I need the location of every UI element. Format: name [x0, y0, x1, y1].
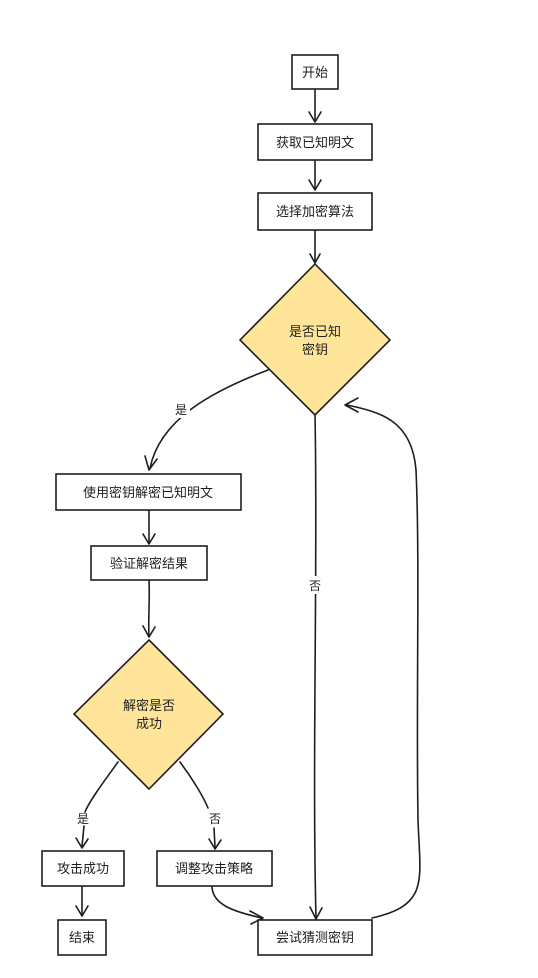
- node-verify-result: 验证解密结果: [90, 545, 208, 581]
- edge-key-known-yes: [149, 369, 269, 469]
- edge-label-success-no: 否: [209, 812, 221, 826]
- node-start-label: 开始: [302, 66, 328, 81]
- node-adjust-strategy: 调整攻击策略: [156, 850, 273, 887]
- node-decrypt-with-key: 使用密钥解密已知明文: [55, 473, 242, 511]
- node-decrypt-success-label-line2: 成功: [136, 717, 162, 732]
- node-verify-result-label: 验证解密结果: [110, 556, 188, 572]
- edge-key-known-no: [313, 414, 317, 919]
- arrowhead: [308, 179, 322, 191]
- edge-adjust-to-guess-key: [211, 885, 263, 919]
- edge-success-no: [179, 761, 216, 848]
- node-decrypt-with-key-label: 使用密钥解密已知明文: [83, 485, 213, 501]
- edge-label-key-known-yes: 是: [175, 403, 187, 417]
- node-start: 开始: [291, 54, 339, 90]
- node-attack-success-label: 攻击成功: [57, 862, 109, 877]
- node-adjust-strategy-label: 调整攻击策略: [175, 861, 253, 877]
- node-attack-success: 攻击成功: [41, 850, 125, 887]
- node-get-plaintext: 获取已知明文: [257, 123, 373, 161]
- arrowhead: [142, 625, 156, 638]
- arrowhead: [75, 905, 89, 917]
- edge-labels: 是 否 是 否: [77, 400, 324, 826]
- arrowhead: [75, 837, 89, 849]
- node-choose-algorithm: 选择加密算法: [257, 192, 373, 231]
- node-key-known-decision: 是否已知 密钥: [238, 262, 392, 417]
- arrowhead: [309, 906, 323, 920]
- edges: [75, 89, 421, 925]
- edge-success-yes: [81, 761, 119, 847]
- arrowhead: [308, 111, 322, 123]
- node-decrypt-success-label-line1: 解密是否: [123, 698, 175, 714]
- node-choose-algorithm-label: 选择加密算法: [276, 204, 354, 220]
- node-guess-key-label: 尝试猜测密钥: [276, 930, 354, 946]
- node-key-known-label-line2: 密钥: [302, 342, 328, 358]
- arrowhead: [344, 397, 359, 413]
- node-guess-key: 尝试猜测密钥: [257, 919, 373, 956]
- arrowhead: [249, 910, 264, 925]
- edge-label-success-yes: 是: [77, 812, 89, 826]
- arrowhead: [208, 838, 222, 850]
- node-end-label: 结束: [69, 931, 95, 946]
- arrowhead: [144, 455, 158, 471]
- node-get-plaintext-label: 获取已知明文: [276, 135, 354, 151]
- edge-verify-to-decrypt-success: [147, 579, 151, 637]
- edge-label-key-known-no: 否: [309, 579, 321, 593]
- node-decrypt-success-decision: 解密是否 成功: [72, 638, 225, 791]
- node-key-known-label-line1: 是否已知: [289, 324, 341, 340]
- edge-guess-key-loop-back: [346, 404, 421, 919]
- node-end: 结束: [57, 919, 107, 956]
- arrowhead: [142, 533, 156, 545]
